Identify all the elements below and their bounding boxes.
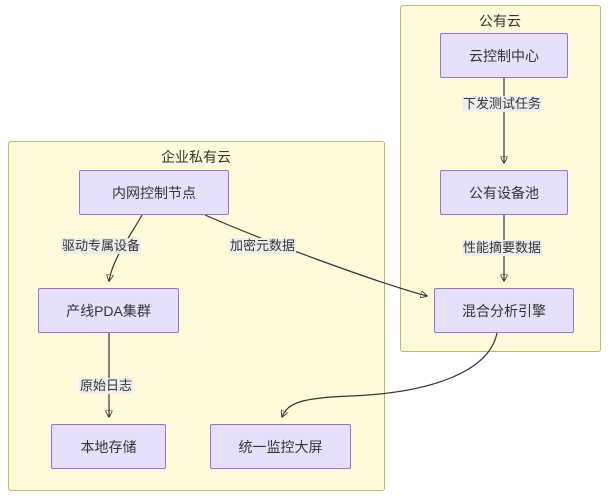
cluster-public-cloud-title: 公有云 [479,13,521,29]
node-public-device-pool-label: 公有设备池 [469,184,539,201]
node-local-storage[interactable]: 本地存储 [51,424,166,469]
node-public-device-pool[interactable]: 公有设备池 [440,170,568,215]
edge-label-drive-dedicated-device: 驱动专属设备 [61,238,142,255]
edge-label-performance-summary-data: 性能摘要数据 [462,240,543,257]
node-intranet-control-node-label: 内网控制节点 [112,184,196,201]
node-unified-monitor-screen-label: 统一监控大屏 [238,438,323,455]
edge-control-node-to-engine [204,214,427,296]
edge-label-raw-log: 原始日志 [79,378,134,395]
edge-label-dispatch-test-task: 下发测试任务 [462,96,543,113]
node-pda-cluster-label: 产线PDA集群 [66,302,151,319]
cluster-private-cloud-title: 企业私有云 [161,149,231,165]
edge-label-encrypted-metadata: 加密元数据 [229,238,297,255]
node-cloud-control-center[interactable]: 云控制中心 [440,33,568,78]
node-cloud-control-center-label: 云控制中心 [469,47,539,64]
node-intranet-control-node[interactable]: 内网控制节点 [79,170,229,215]
node-pda-cluster[interactable]: 产线PDA集群 [38,288,179,333]
node-hybrid-analysis-engine-label: 混合分析引擎 [462,302,546,319]
node-unified-monitor-screen[interactable]: 统一监控大屏 [210,424,351,469]
edge-engine-to-monitor [282,332,498,417]
node-local-storage-label: 本地存储 [80,438,137,455]
node-hybrid-analysis-engine[interactable]: 混合分析引擎 [434,288,574,333]
